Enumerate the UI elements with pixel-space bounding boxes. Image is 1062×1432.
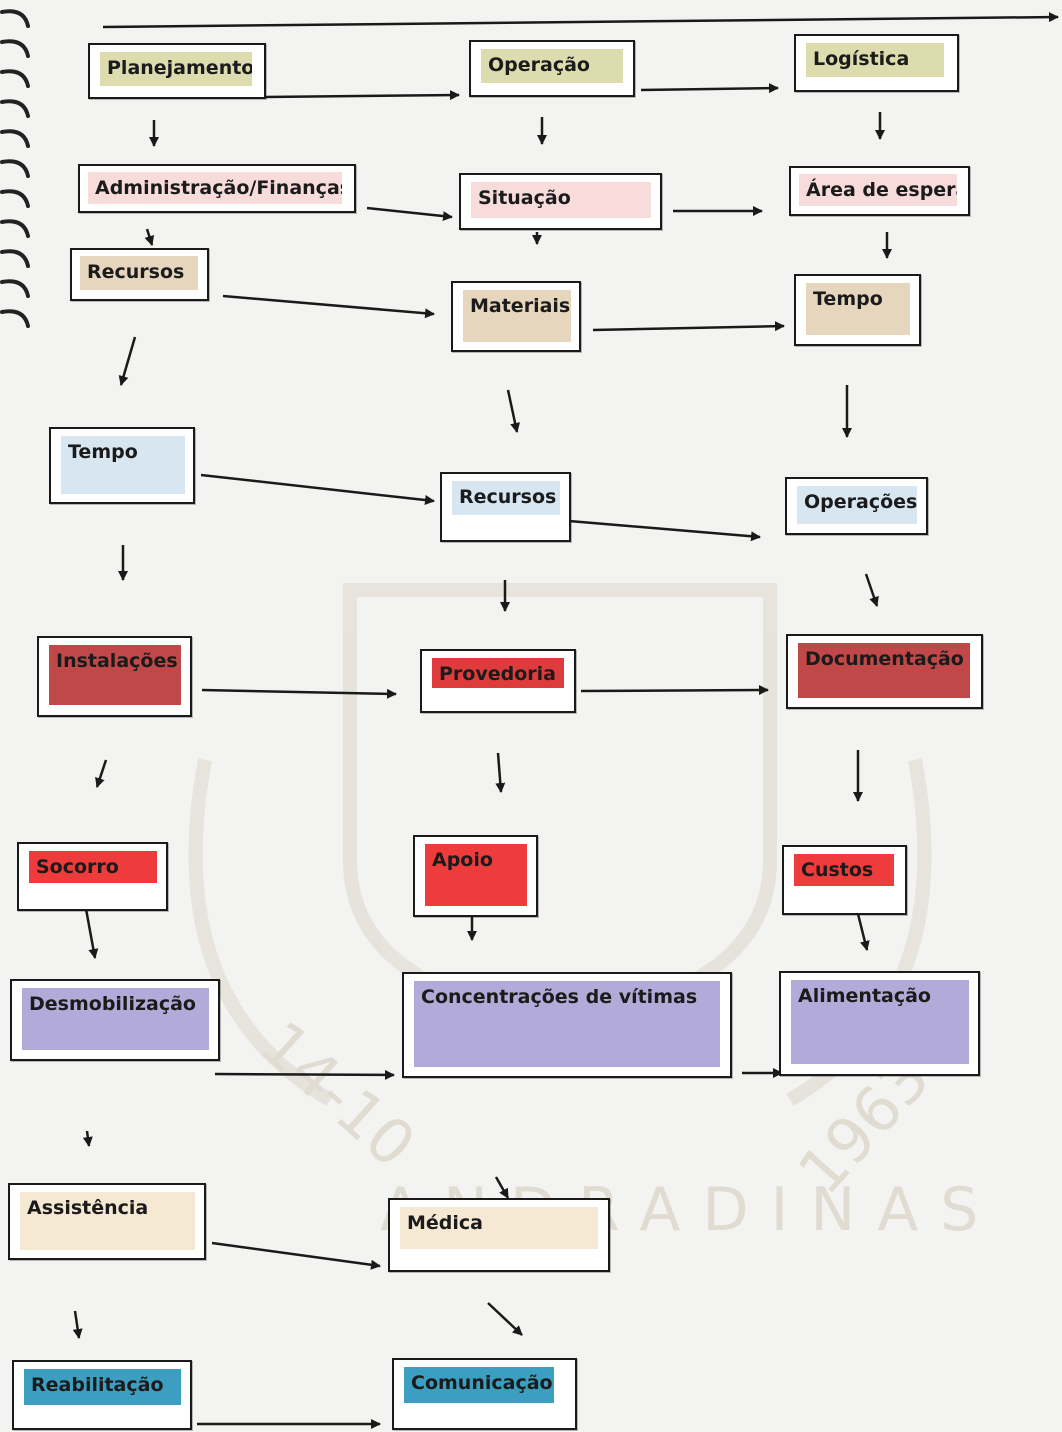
- arrow-instalacoes-down: [95, 759, 108, 788]
- node-materiais: Materiais: [451, 281, 581, 352]
- node-recursos-1: Recursos: [70, 248, 209, 301]
- node-documentacao: Documentação: [786, 634, 983, 709]
- node-situacao: Situação: [459, 173, 662, 230]
- node-tempo-2-label: Tempo: [61, 436, 185, 494]
- node-concentracoes-label: Concentrações de vítimas: [414, 981, 720, 1067]
- node-socorro-label: Socorro: [29, 851, 157, 883]
- node-recursos-1-label: Recursos: [80, 256, 198, 290]
- spiral-binding: [0, 9, 30, 328]
- node-logistica: Logística: [794, 34, 959, 92]
- node-comunicacao: Comunicação: [392, 1358, 577, 1430]
- node-medica-label: Médica: [400, 1207, 598, 1249]
- node-area-espera: Área de espera: [789, 166, 970, 216]
- arrow-assistencia-medica: [211, 1241, 381, 1270]
- node-operacoes: Operações: [785, 477, 928, 535]
- node-concentracoes: Concentrações de vítimas: [402, 972, 732, 1078]
- node-reabilitacao: Reabilitação: [12, 1360, 192, 1430]
- arrow-medica-down: [487, 1302, 523, 1336]
- node-documentacao-label: Documentação: [798, 643, 970, 698]
- node-apoio-label: Apoio: [425, 844, 527, 906]
- node-tempo-1-label: Tempo: [806, 283, 910, 335]
- node-medica: Médica: [388, 1198, 610, 1272]
- node-comunicacao-label: Comunicação: [404, 1367, 554, 1403]
- node-logistica-label: Logística: [806, 43, 944, 77]
- node-tempo-2: Tempo: [49, 427, 195, 504]
- node-situacao-label: Situação: [471, 182, 651, 218]
- node-instalacoes: Instalações: [37, 636, 192, 717]
- arrow-planejamento-operacao: [264, 90, 460, 101]
- arrow-administracao-down: [144, 228, 155, 246]
- node-planejamento-label: Planejamento: [100, 52, 252, 86]
- arrow-desmobilizacao-down: [82, 1130, 93, 1147]
- node-operacao-label: Operação: [481, 49, 623, 83]
- node-administracao-label: Administração/Finanças: [88, 172, 342, 204]
- node-operacao: Operação: [469, 40, 635, 97]
- node-custos: Custos: [782, 845, 907, 915]
- node-custos-label: Custos: [794, 854, 894, 886]
- node-apoio: Apoio: [413, 835, 538, 917]
- node-desmobilizacao: Desmobilização: [10, 979, 220, 1061]
- arrow-desmobilizacao-concentracoes: [214, 1069, 395, 1080]
- node-area-espera-label: Área de espera: [799, 174, 957, 206]
- node-administracao: Administração/Finanças: [78, 164, 356, 213]
- node-materiais-label: Materiais: [463, 290, 571, 342]
- arrow-instalacoes-provedoria: [201, 688, 397, 699]
- arrow-tempo-recursos: [200, 473, 435, 505]
- node-provedoria-label: Provedoria: [432, 658, 564, 688]
- top-rule-arrow: [102, 12, 1059, 29]
- arrow-concentracoes-down: [494, 1176, 510, 1199]
- node-operacoes-label: Operações: [797, 486, 917, 524]
- node-socorro: Socorro: [17, 842, 168, 911]
- node-planejamento: Planejamento: [88, 43, 266, 99]
- node-tempo-1: Tempo: [794, 274, 921, 346]
- node-assistencia: Assistência: [8, 1183, 206, 1260]
- arrow-provedoria-down: [495, 752, 506, 793]
- node-provedoria: Provedoria: [420, 649, 576, 713]
- arrow-operacao-logistica: [640, 83, 779, 94]
- node-recursos-2-label: Recursos: [452, 481, 560, 515]
- arrow-recursos-materiais: [222, 294, 435, 319]
- arrow-recursos-down: [118, 336, 137, 386]
- node-assistencia-label: Assistência: [20, 1192, 195, 1250]
- arrow-materiais-tempo: [592, 321, 785, 332]
- arrow-assistencia-down: [72, 1310, 83, 1339]
- arrow-recursos-operacoes: [568, 519, 761, 542]
- arrow-operacoes-down: [864, 573, 879, 607]
- node-instalacoes-label: Instalações: [49, 645, 181, 705]
- node-reabilitacao-label: Reabilitação: [24, 1369, 181, 1405]
- node-alimentacao-label: Alimentação: [791, 980, 969, 1064]
- node-desmobilizacao-label: Desmobilização: [22, 988, 209, 1050]
- node-alimentacao: Alimentação: [779, 971, 980, 1076]
- node-recursos-2: Recursos: [440, 472, 571, 542]
- arrow-materiais-down: [506, 389, 521, 433]
- arrow-administracao-situacao: [366, 206, 453, 222]
- arrow-provedoria-documentacao: [580, 685, 769, 696]
